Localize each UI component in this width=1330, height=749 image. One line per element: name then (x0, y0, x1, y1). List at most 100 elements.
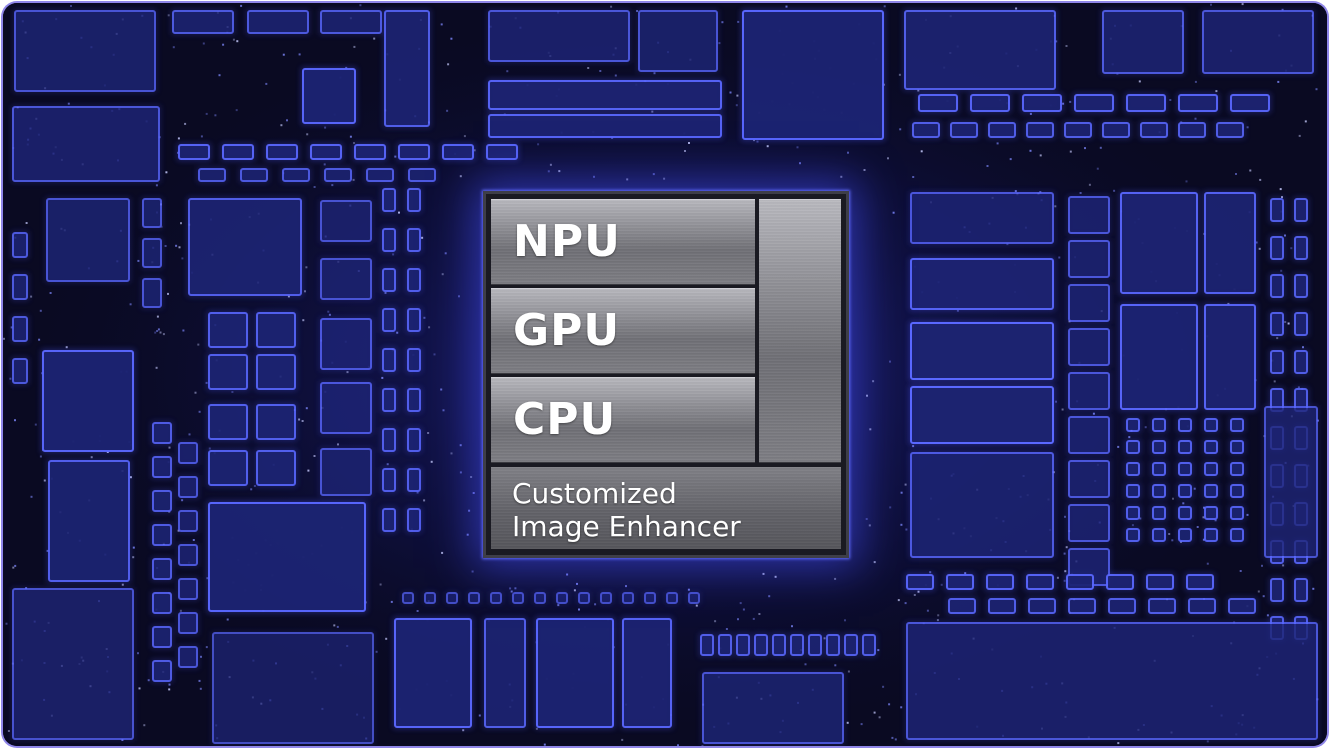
image-enhancer-label-line1: Customized (512, 477, 677, 510)
board-dot (725, 628, 728, 630)
board-component (1152, 440, 1166, 454)
board-dot (459, 175, 462, 178)
image-enhancer-label-line2: Image Enhancer (512, 510, 741, 543)
board-dot (168, 446, 171, 449)
board-dot (428, 326, 431, 329)
board-dot (349, 135, 352, 138)
board-component (1294, 578, 1308, 602)
board-component (382, 468, 396, 492)
board-component (488, 114, 722, 138)
board-dot (900, 706, 903, 709)
image-enhancer-block: Customized Image Enhancer (491, 467, 841, 549)
board-component (844, 634, 858, 656)
board-dot (1172, 497, 1174, 500)
board-component (152, 660, 172, 682)
board-dot (894, 738, 897, 741)
board-dot (846, 721, 849, 724)
board-component (382, 228, 396, 252)
board-component (1188, 598, 1216, 614)
board-component (394, 618, 472, 728)
board-component (512, 592, 524, 604)
board-dot (7, 730, 10, 732)
board-dot (305, 266, 308, 269)
board-component (152, 558, 172, 580)
board-component (407, 348, 421, 372)
board-component (302, 68, 356, 124)
board-dot (280, 124, 283, 127)
board-component (178, 578, 198, 600)
board-component (208, 450, 248, 486)
cpu-block: CPU (491, 377, 755, 463)
board-dot (1063, 552, 1066, 555)
board-dot (49, 292, 52, 294)
board-dot (626, 178, 629, 181)
board-dot (1298, 134, 1301, 137)
board-dot (1262, 595, 1265, 598)
board-component (14, 10, 156, 92)
board-component (1204, 192, 1256, 294)
board-dot (766, 145, 769, 148)
board-component (407, 228, 421, 252)
npu-label: NPU (513, 216, 621, 267)
board-dot (444, 252, 447, 255)
board-component (1230, 462, 1244, 476)
board-component (912, 122, 940, 138)
board-dot (695, 604, 698, 607)
board-dot (379, 583, 382, 586)
board-component (142, 198, 162, 228)
board-dot (576, 582, 578, 585)
board-dot (181, 257, 184, 260)
board-dot (1241, 3, 1244, 6)
board-dot (1279, 188, 1282, 191)
board-dot (653, 72, 656, 75)
board-component (240, 168, 268, 182)
board-dot (172, 46, 175, 49)
board-dot (865, 518, 868, 520)
board-component (638, 10, 718, 72)
board-component (1108, 598, 1136, 614)
cpu-label: CPU (513, 394, 617, 445)
board-dot (917, 590, 920, 593)
board-dot (543, 743, 546, 746)
board-component (1068, 372, 1110, 410)
board-component (986, 574, 1014, 590)
board-dot (882, 685, 885, 688)
board-component (1178, 94, 1218, 112)
board-component (1204, 418, 1218, 432)
board-dot (866, 394, 868, 397)
board-dot (1210, 3, 1212, 6)
board-component (1270, 578, 1284, 602)
board-dot (920, 150, 923, 153)
board-dot (1088, 183, 1091, 186)
board-dot (1287, 322, 1290, 325)
board-dot (913, 594, 916, 596)
board-dot (446, 109, 449, 112)
board-component (178, 476, 198, 498)
board-dot (298, 53, 301, 56)
board-dot (1062, 102, 1065, 105)
board-component (772, 634, 786, 656)
board-dot (302, 319, 305, 322)
board-component (152, 490, 172, 512)
board-component (1074, 94, 1114, 112)
board-dot (394, 155, 397, 158)
board-component (1178, 484, 1192, 498)
board-dot (121, 583, 124, 586)
board-dot (873, 561, 876, 564)
board-component (486, 144, 518, 160)
board-component (198, 168, 226, 182)
board-dot (313, 186, 316, 188)
board-component (1120, 192, 1198, 294)
board-component (988, 598, 1016, 614)
board-component (718, 634, 732, 656)
board-dot (558, 170, 561, 173)
board-dot (137, 652, 139, 655)
board-dot (868, 524, 871, 527)
board-component (1120, 304, 1198, 410)
board-component (1068, 598, 1096, 614)
board-component (1152, 418, 1166, 432)
board-dot (834, 664, 837, 667)
board-dot (1144, 426, 1147, 429)
board-dot (199, 687, 202, 690)
board-dot (9, 377, 12, 380)
